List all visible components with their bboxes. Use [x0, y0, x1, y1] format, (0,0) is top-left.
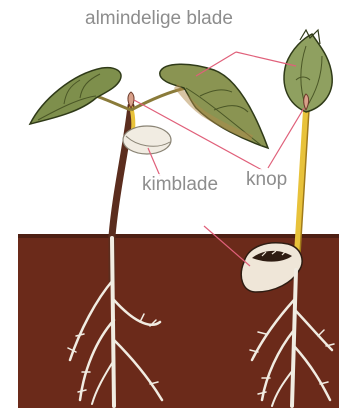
- soil-surface: [18, 234, 339, 238]
- pointer-bud-right: [268, 108, 304, 168]
- label-leaves: almindelige blade: [82, 8, 236, 30]
- pointer-leaves-right: [236, 52, 296, 66]
- label-bud: knop: [243, 169, 290, 191]
- label-cotyledon: kimblade: [139, 174, 221, 196]
- left-leaf-1: [30, 68, 121, 124]
